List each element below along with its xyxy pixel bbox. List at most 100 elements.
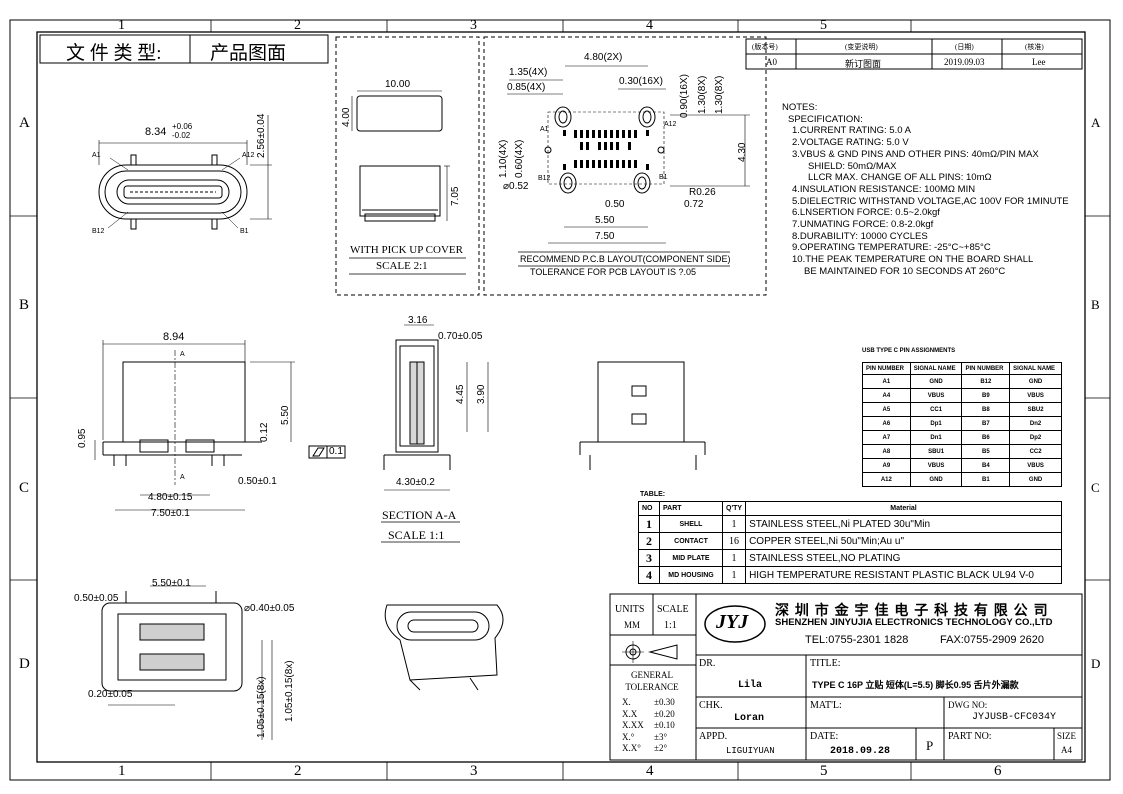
notes-line-7: 5.DIELECTRIC WITHSTAND VOLTAGE,AC 100V F… (792, 195, 1069, 207)
rev-header-version: (版本号) (752, 43, 778, 51)
revision-table (745, 38, 1083, 70)
cover-view (349, 90, 466, 275)
pin-table-h2: PIN NUMBER (961, 362, 1011, 375)
zone-col-5-bottom: 5 (820, 763, 828, 779)
table-cell: Dn2 (1009, 416, 1062, 431)
dim-sec-316: 3.16 (408, 315, 428, 326)
pcb-pin-b1: B1 (659, 174, 668, 181)
dim-cover-side-height: 7.05 (450, 186, 461, 206)
title-label: TITLE: (810, 658, 841, 669)
table-cell: MD HOUSING (659, 566, 723, 584)
pin-table-h1: SIGNAL NAME (909, 362, 963, 375)
dim-front-tol-minus: -0.02 (172, 131, 191, 140)
notes-line-10: 8.DURABILITY: 10000 CYCLES (792, 230, 928, 242)
pin-table-header: PIN NUMBER SIGNAL NAME PIN NUMBER SIGNAL… (862, 362, 1062, 375)
dim-sec-390: 3.90 (476, 384, 487, 404)
table-cell: A5 (862, 402, 911, 417)
dim-side-050: 0.50±0.1 (238, 476, 277, 487)
table-cell: B1 (961, 472, 1011, 487)
table-cell: B7 (961, 416, 1011, 431)
table-cell: A8 (862, 444, 911, 459)
pin-table-h0: PIN NUMBER (862, 362, 911, 375)
dim-pcb-550: 5.50 (595, 215, 615, 226)
right-side-view (579, 361, 706, 470)
part-no-label: PART NO: (948, 731, 992, 742)
tol-key-3: X.° (622, 731, 635, 742)
table-cell: VBUS (909, 458, 963, 473)
pcb-layout (507, 65, 750, 267)
zone-col-2-top: 2 (294, 18, 301, 33)
table-cell: MID PLATE (659, 549, 723, 567)
dim-front-tolerance: +0.06 -0.02 (172, 122, 192, 140)
notes-line-8: 6.LNSERTION FORCE: 0.5~2.0kgf (792, 207, 940, 219)
pcb-pin-a12: A12 (664, 121, 677, 128)
dr-value: Lila (738, 680, 763, 691)
dim-side-750: 7.50±0.1 (151, 508, 190, 519)
table-cell: 1 (721, 566, 747, 584)
dim-sec-430: 4.30±0.2 (396, 477, 435, 488)
tol-val-1: ±0.20 (654, 708, 675, 719)
table-cell: CONTACT (659, 532, 723, 550)
dim-bot-040: ⌀0.40±0.05 (244, 603, 295, 614)
company-fax: FAX:0755-2909 2620 (940, 634, 1044, 646)
table-cell: A1 (862, 374, 911, 389)
section-view (381, 324, 489, 543)
dim-front-width-value: 8.34 (145, 126, 167, 138)
dim-pcb-430: 4.30 (737, 142, 748, 162)
table-cell: A7 (862, 430, 911, 445)
appd-value: LIGUIYUAN (726, 746, 775, 756)
tol-val-4: ±2° (654, 743, 668, 753)
tol-val-3: ±3° (654, 731, 668, 742)
table-cell: GND (909, 472, 963, 487)
zone-ticks (10, 20, 1110, 780)
table-cell: 1 (721, 549, 747, 567)
table-cell: STAINLESS STEEL,NO PLATING (745, 549, 1062, 567)
dwg-value: JYJUSB-CFC034Y (972, 712, 1057, 723)
zone-row-a-left: A (19, 115, 30, 131)
zone-row-d-right: D (1091, 656, 1101, 671)
parts-h2: Q'TY (721, 501, 747, 516)
pcb-view-frame (483, 36, 767, 296)
notes-line-0: SPECIFICATION: (788, 113, 863, 125)
rev-header-approve: (核准) (1025, 43, 1044, 51)
dim-bot-550: 5.50±0.1 (152, 578, 191, 589)
tol-key-1: X.X (622, 708, 638, 719)
dim-pcb-r026: R0.26 (689, 187, 716, 198)
zone-col-5-top: 5 (820, 18, 827, 33)
tol-val-0: ±0.30 (654, 697, 675, 707)
front-view (98, 115, 272, 230)
pcb-caption: RECOMMEND P.C.B LAYOUT(COMPONENT SIDE) (520, 254, 731, 264)
notes-line-2: 2.VOLTAGE RATING: 5.0 V (792, 137, 909, 149)
table-cell: 4 (638, 566, 660, 584)
dim-pcb-072: 0.72 (684, 199, 704, 210)
notes-title: NOTES: (782, 102, 818, 113)
zone-col-1-top: 1 (118, 18, 125, 33)
tol-val-2: ±0.10 (654, 720, 675, 730)
table-cell: A6 (862, 416, 911, 431)
table-cell: 2 (638, 532, 660, 550)
file-type-label: 文 件 类 型: (66, 43, 162, 64)
tol-key-0: X. (622, 697, 631, 707)
parts-h3: Material (745, 501, 1062, 516)
notes-line-13: BE MAINTAINED FOR 10 SECONDS AT 260°C (804, 265, 1006, 277)
cover-view-frame (335, 36, 480, 296)
dim-front-width: 8.34 (145, 126, 166, 138)
dim-pcb-030: 0.30(16X) (619, 76, 663, 87)
zone-row-b-right: B (1091, 297, 1100, 312)
parts-table-header: NO PART Q'TY Material (638, 501, 1062, 516)
dim-sec-445: 4.45 (455, 384, 466, 404)
parts-h1: PART (659, 501, 723, 516)
dim-pcb-135: 1.35(4X) (509, 67, 548, 78)
rev-header-date: (日期) (955, 43, 974, 51)
bottom-view (101, 585, 273, 740)
zone-row-a-right: A (1091, 115, 1101, 130)
zone-col-3-bottom: 3 (470, 763, 478, 779)
dim-side-894: 8.94 (163, 331, 185, 343)
dim-pcb-130: 1.30(8X) (697, 75, 708, 114)
notes-line-12: 10.THE PEAK TEMPERATURE ON THE BOARD SHA… (792, 254, 1034, 266)
units-label: UNITS (615, 604, 645, 615)
section-scale: SCALE 1:1 (388, 528, 445, 542)
dim-side-550: 5.50 (280, 405, 291, 425)
